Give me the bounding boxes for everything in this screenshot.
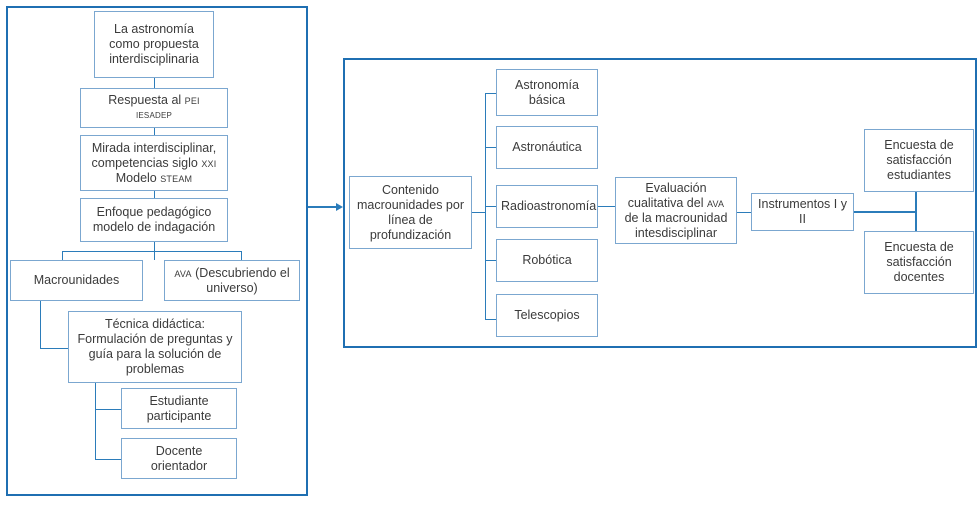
node-ava[interactable]: AVA (Descubriendo el universo) xyxy=(164,260,300,301)
node-tecnica-label: Técnica didáctica: Formulación de pregun… xyxy=(77,317,233,376)
node-ava-label: AVA (Descubriendo el universo) xyxy=(169,266,295,296)
node-mirada-label: Mirada interdisciplinar, competencias si… xyxy=(85,141,223,186)
left-panel-container xyxy=(6,6,308,496)
node-astronautica-label: Astronáutica xyxy=(512,140,582,154)
mirada-line3-text: Modelo xyxy=(115,170,161,185)
respuesta-pei-text: Respuesta al xyxy=(108,93,185,107)
mirada-line2-acronym: XXI xyxy=(201,155,217,170)
node-macrounidades-label: Macrounidades xyxy=(33,273,120,287)
node-estudiante-participante[interactable]: Estudiante participante xyxy=(121,388,237,429)
node-instrumentos[interactable]: Instrumentos I y II xyxy=(751,193,854,231)
node-respuesta-pei[interactable]: Respuesta al PEI IESADEP xyxy=(80,88,228,128)
connector-mirada-enfoque xyxy=(154,191,155,198)
connector-respuesta-mirada xyxy=(154,128,155,135)
evaluacion-line4: intesdisciplinar xyxy=(635,225,717,240)
connector-bus-to-radioastronomia xyxy=(485,206,496,207)
panel-link-arrow-icon xyxy=(336,203,343,211)
node-contenido-macrounidades[interactable]: Contenido macrounidades por línea de pro… xyxy=(349,176,472,249)
node-mirada-interdisciplinar[interactable]: Mirada interdisciplinar, competencias si… xyxy=(80,135,228,191)
connector-enfoque-to-macrounidades xyxy=(62,251,63,260)
connector-bus-to-telescopios xyxy=(485,319,496,320)
connector-astronomia-respuesta xyxy=(154,78,155,88)
connector-enfoque-to-ava xyxy=(241,251,242,260)
connector-evaluacion-instrumentos xyxy=(737,212,751,213)
connector-tecnica-down xyxy=(95,383,96,460)
node-encuesta-estudiantes[interactable]: Encuesta de satisfacción estudiantes xyxy=(864,129,974,192)
mirada-line2-text: competencias siglo xyxy=(91,155,202,170)
connector-macrounidades-to-tecnica xyxy=(40,348,68,349)
connector-panels-line xyxy=(308,206,338,208)
node-respuesta-pei-label: Respuesta al PEI IESADEP xyxy=(85,93,223,123)
mirada-line3: Modelo STEAM xyxy=(85,171,223,186)
node-docente-label: Docente orientador xyxy=(150,443,208,473)
node-astronomia-propuesta-label: La astronomía como propuesta interdiscip… xyxy=(109,22,199,66)
node-contenido-label: Contenido macrounidades por línea de pro… xyxy=(356,182,464,242)
node-estudiante-label: Estudiante participante xyxy=(146,393,212,423)
evaluacion-line3: de la macrounidad xyxy=(624,210,728,225)
node-encuesta-docentes-label: Encuesta de satisfacción docentes xyxy=(884,240,954,284)
node-robotica[interactable]: Robótica xyxy=(496,239,598,282)
node-telescopios[interactable]: Telescopios xyxy=(496,294,598,337)
node-evaluacion-cualitativa[interactable]: Evaluación cualitativa del AVA de la mac… xyxy=(615,177,737,244)
node-astronautica[interactable]: Astronáutica xyxy=(496,126,598,169)
node-enfoque-pedagogico[interactable]: Enfoque pedagógico modelo de indagación xyxy=(80,198,228,242)
ava-text: (Descubriendo el universo) xyxy=(191,265,290,295)
node-instrumentos-label: Instrumentos I y II xyxy=(758,197,847,226)
node-radioastronomia-label: Radioastronomía xyxy=(501,199,597,213)
connector-contenido-out xyxy=(472,212,486,213)
node-encuesta-estudiantes-label: Encuesta de satisfacción estudiantes xyxy=(884,138,954,182)
connector-instrumentos-out xyxy=(854,211,916,213)
evaluacion-line2: cualitativa del AVA xyxy=(620,196,732,211)
evaluacion-line2-acronym: AVA xyxy=(706,195,725,210)
evaluacion-line2-text: cualitativa del xyxy=(627,195,707,210)
node-astronomia-basica[interactable]: Astronomía básica xyxy=(496,69,598,116)
right-panel-container xyxy=(343,58,977,348)
connector-bus-to-astronautica xyxy=(485,147,496,148)
connector-tecnica-to-docente xyxy=(95,459,121,460)
node-tecnica-didactica[interactable]: Técnica didáctica: Formulación de pregun… xyxy=(68,311,242,383)
node-telescopios-label: Telescopios xyxy=(514,308,580,322)
node-astronomia-basica-label: Astronomía básica xyxy=(515,77,579,107)
node-encuesta-docentes[interactable]: Encuesta de satisfacción docentes xyxy=(864,231,974,294)
respuesta-pei-sub: IESADEP xyxy=(135,109,173,121)
connector-macrounidades-down xyxy=(40,301,41,348)
node-enfoque-label: Enfoque pedagógico modelo de indagación xyxy=(92,205,216,234)
connector-tecnica-to-estudiante xyxy=(95,409,121,410)
node-macrounidades[interactable]: Macrounidades xyxy=(10,260,143,301)
connector-radioastronomia-evaluacion xyxy=(598,206,615,207)
node-robotica-label: Robótica xyxy=(522,253,572,267)
mirada-line3-acronym: STEAM xyxy=(160,170,193,185)
mirada-line1: Mirada interdisciplinar, xyxy=(91,140,217,155)
node-docente-orientador[interactable]: Docente orientador xyxy=(121,438,237,479)
respuesta-pei-acronym: PEI xyxy=(184,93,200,107)
node-radioastronomia[interactable]: Radioastronomía xyxy=(496,185,598,228)
node-evaluacion-label: Evaluación cualitativa del AVA de la mac… xyxy=(620,181,732,241)
connector-bus-to-astronomia-basica xyxy=(485,93,496,94)
ava-acronym: AVA xyxy=(174,265,192,280)
connector-enfoque-bus xyxy=(62,251,242,252)
evaluacion-line1: Evaluación xyxy=(645,180,707,195)
connector-bus-to-robotica xyxy=(485,260,496,261)
node-astronomia-propuesta[interactable]: La astronomía como propuesta interdiscip… xyxy=(94,11,214,78)
mirada-line2: competencias siglo XXI xyxy=(85,156,223,171)
